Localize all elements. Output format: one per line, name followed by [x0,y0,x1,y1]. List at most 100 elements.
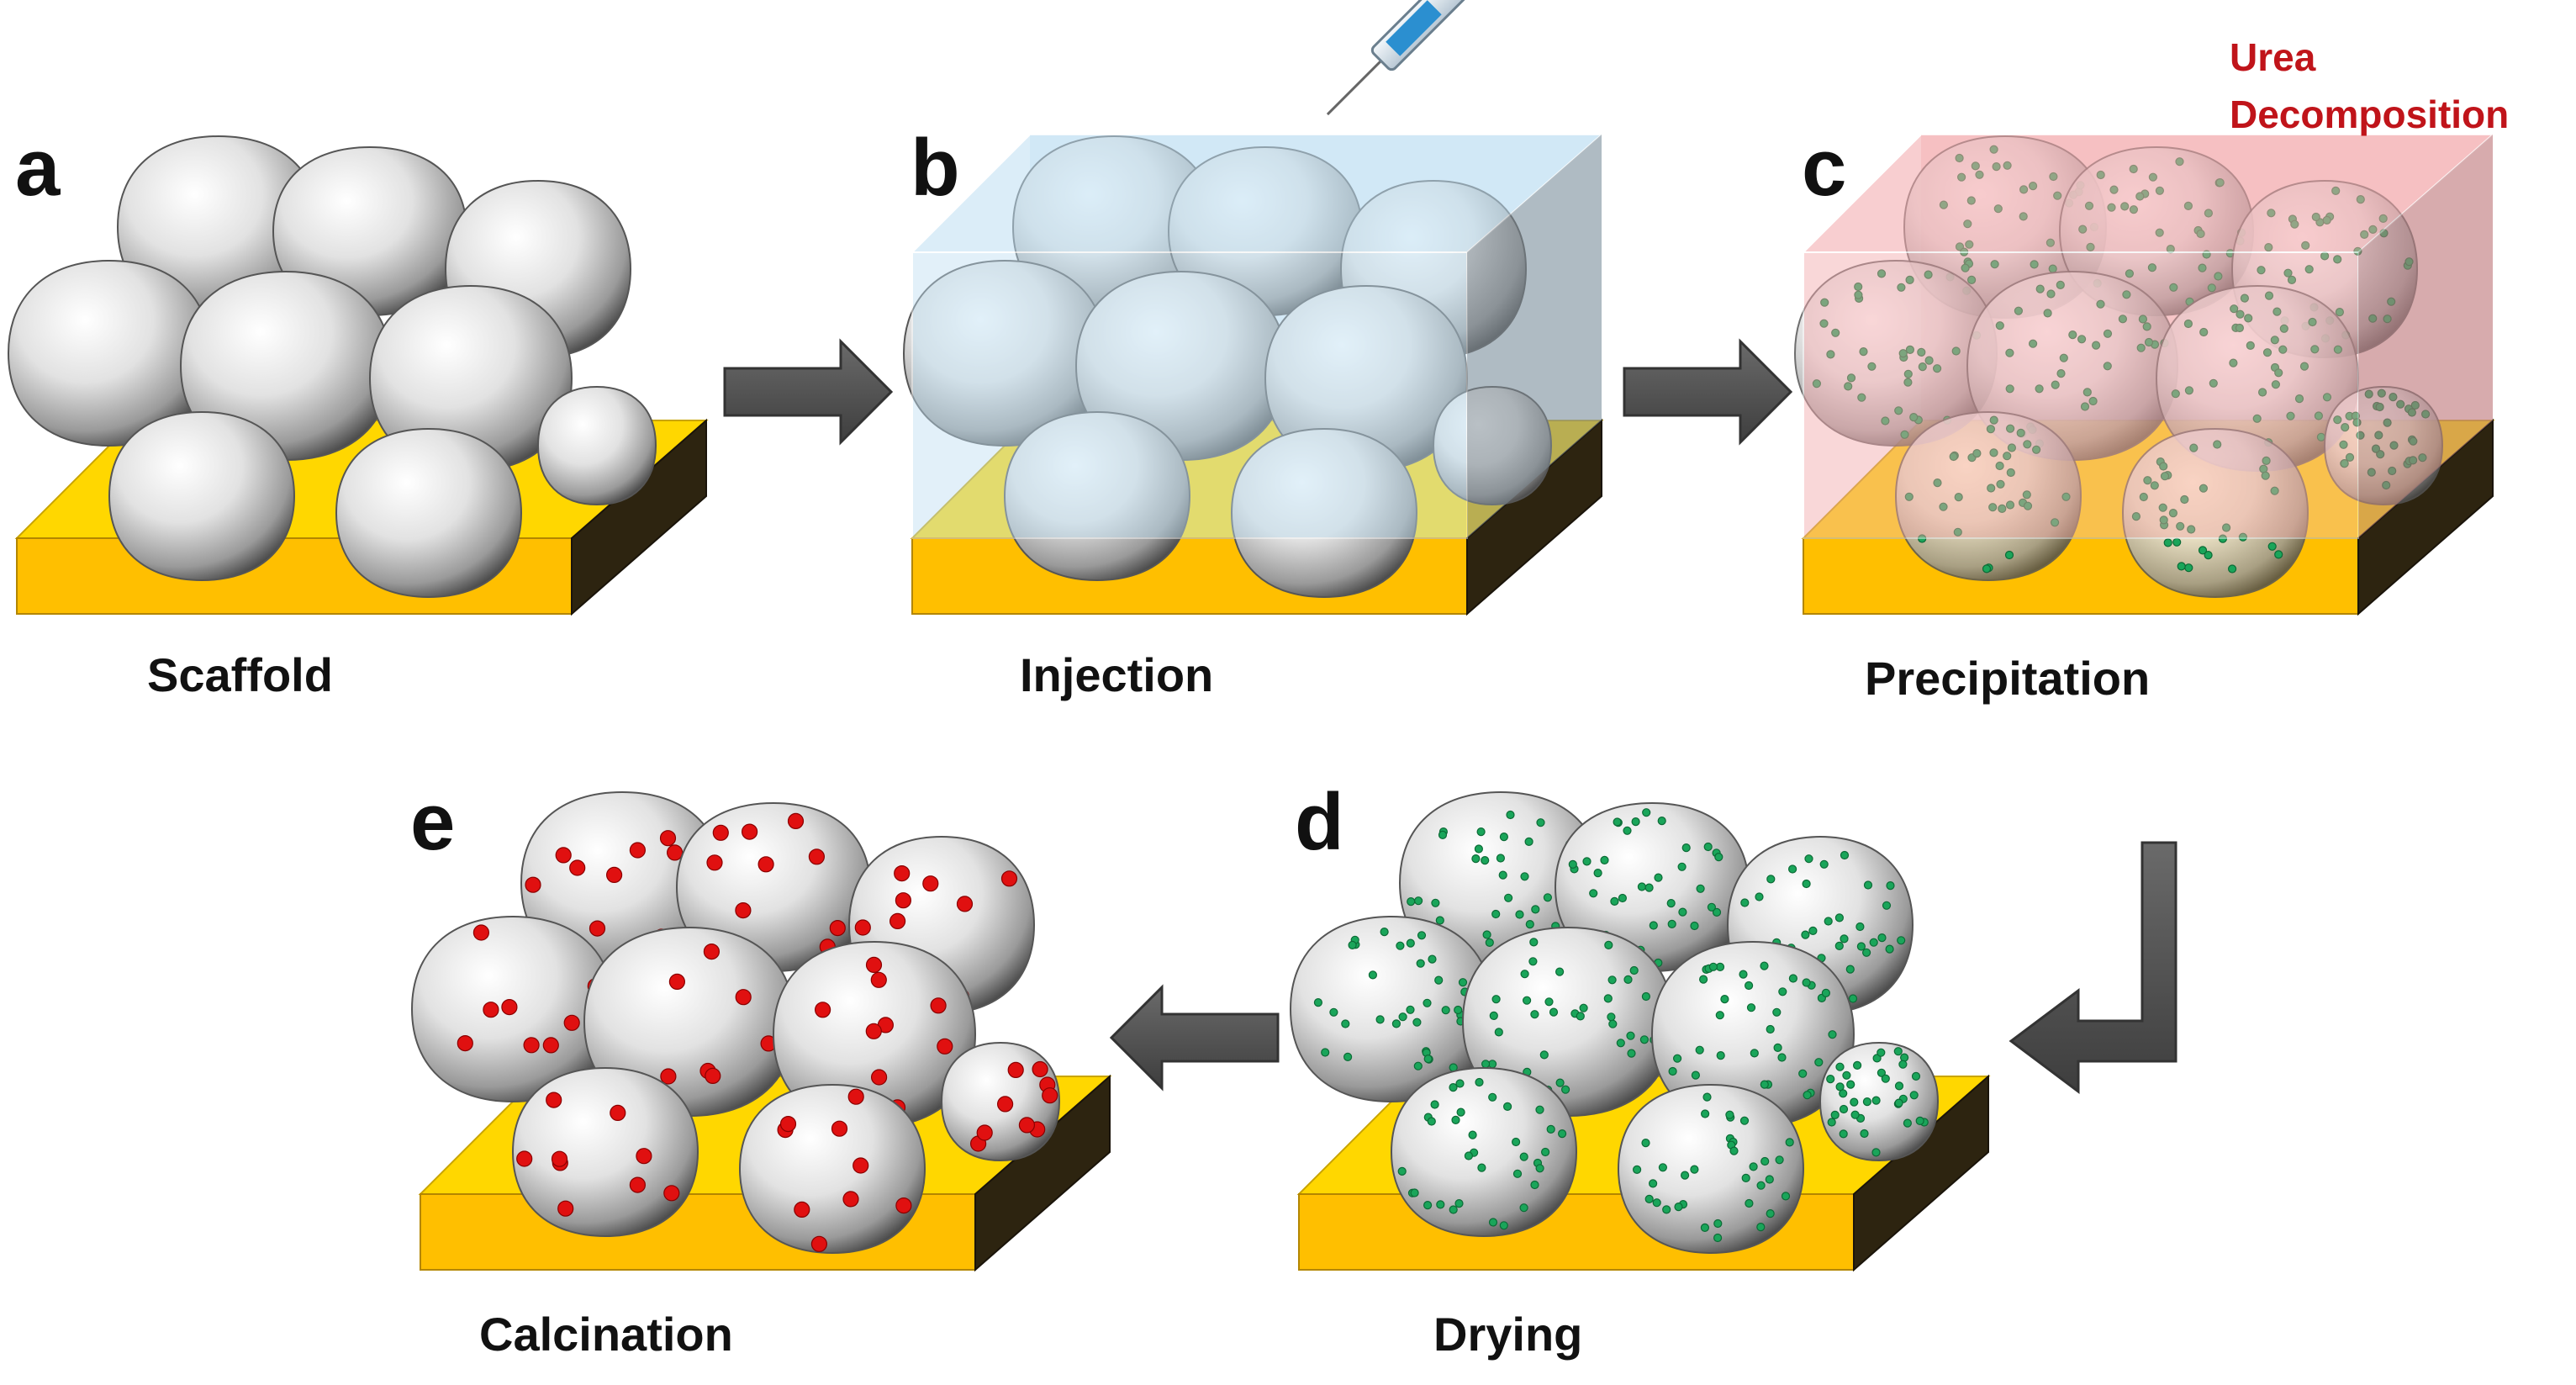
precipitate-particle [1657,817,1666,826]
precipitate-particle [1877,1048,1886,1057]
precipitate-particle [1989,415,1998,425]
precipitate-particle [2183,319,2193,329]
precipitate-particle [1489,1011,1498,1020]
precipitate-particle [2299,362,2309,371]
precipitate-particle [1504,893,1513,902]
precipitate-particle [1989,448,1998,457]
panel-letter-c: c [1802,123,1846,213]
precipitate-particle [1451,1115,1460,1124]
precipitate-particle [1341,1019,1350,1028]
urea-decomposition-line2: Decomposition [2230,93,2509,136]
precipitate-particle [1854,282,1863,292]
precipitate-particle [1649,1179,1658,1188]
precipitate-particle [1766,875,1776,884]
precipitate-particle [1691,1070,1700,1080]
precipitate-particle [2005,384,2014,394]
precipitate-particle [1701,1109,1710,1118]
precipitate-particle [2262,456,2271,465]
precipitate-particle [1702,1092,1712,1102]
oxide-particle [889,912,906,929]
precipitate-particle [1918,534,1927,543]
precipitate-particle [2229,358,2238,367]
precipitate-particle [1641,1139,1650,1148]
precipitate-particle [1846,373,1856,383]
precipitate-particle [1760,961,1769,970]
precipitate-particle [1631,817,1640,827]
oxide-particle [542,1037,559,1054]
oxide-particle [1000,870,1018,887]
oxide-particle [854,919,871,936]
oxide-particle [660,1068,677,1085]
precipitate-particle [1826,350,1835,359]
precipitate-particle [1972,449,1982,458]
precipitate-particle [2035,284,2045,293]
precipitate-particle [1406,1005,1415,1014]
substrate-side [1853,1074,1989,1272]
precipitate-particle [1555,1078,1565,1087]
precipitate-particle [1715,1011,1724,1020]
precipitate-particle [1464,1151,1473,1160]
oxide-particle [516,1150,533,1167]
precipitate-particle [2023,440,2032,449]
precipitate-particle [1903,1118,1913,1128]
precipitate-particle [1720,995,1729,1004]
precipitate-particle [1607,975,1617,985]
precipitate-particle [1881,1074,1890,1083]
precipitate-particle [1827,1118,1836,1127]
precipitate-particle [1834,941,1844,950]
precipitate-particle [1871,1148,1881,1157]
precipitate-particle [2180,494,2189,505]
precipitate-particle [2333,255,2342,264]
oxide-particle [483,1002,499,1018]
oxide-particle [831,1120,848,1137]
precipitate-particle [2345,452,2355,462]
precipitate-particle [1441,1006,1450,1015]
precipitate-particle [2213,440,2222,449]
precipitate-particle [1644,1194,1654,1203]
precipitate-particle [1840,850,1850,860]
precipitate-particle [1933,478,1942,488]
precipitate-particle [1633,1165,1642,1174]
precipitate-particle [1396,941,1405,950]
precipitate-particle [2287,275,2297,284]
precipitate-particle [1900,430,1909,439]
panel-a-scaffold: a Scaffold [7,123,709,701]
precipitate-particle [1530,1010,1539,1019]
precipitate-particle [1867,362,1877,371]
precipitate-particle [2159,462,2168,471]
precipitate-particle [2257,388,2267,397]
precipitate-particle [1455,1079,1465,1088]
precipitate-particle [1477,1163,1486,1172]
precipitate-particle [2118,315,2127,324]
precipitate-particle [1652,1198,1661,1208]
precipitate-particle [1744,981,1754,991]
precipitate-particle [1787,864,1797,874]
syringe-icon [1326,0,1475,116]
precipitate-particle [2246,341,2255,350]
precipitate-particle [1658,1163,1667,1172]
precipitate-particle [1414,896,1423,906]
precipitate-particle [2159,515,2168,525]
precipitate-particle [1877,1068,1887,1077]
precipitate-particle [1781,1192,1791,1201]
precipitate-particle [2262,348,2272,357]
precipitate-particle [2022,490,2031,500]
precipitate-particle [1531,905,1540,914]
scaffold-blob [1617,1083,1805,1255]
precipitate-particle [1903,378,1913,387]
oxide-particle [894,864,911,882]
syringe-fluid [1386,0,1442,56]
precipitate-particle [1499,832,1508,842]
precipitate-particle [1886,880,1895,891]
precipitate-particle [1859,347,1868,357]
precipitate-particle [1681,1171,1690,1180]
scaffold-blob [1894,410,2082,582]
precipitate-particle [2199,484,2208,493]
precipitate-particle [2030,260,2039,269]
precipitate-particle [1699,975,1708,984]
precipitate-particle [1423,1201,1433,1210]
precipitate-particle [1897,283,1906,292]
precipitate-particle [1819,319,1829,328]
precipitate-particle [1607,1012,1616,1022]
oxide-particle [829,920,846,937]
